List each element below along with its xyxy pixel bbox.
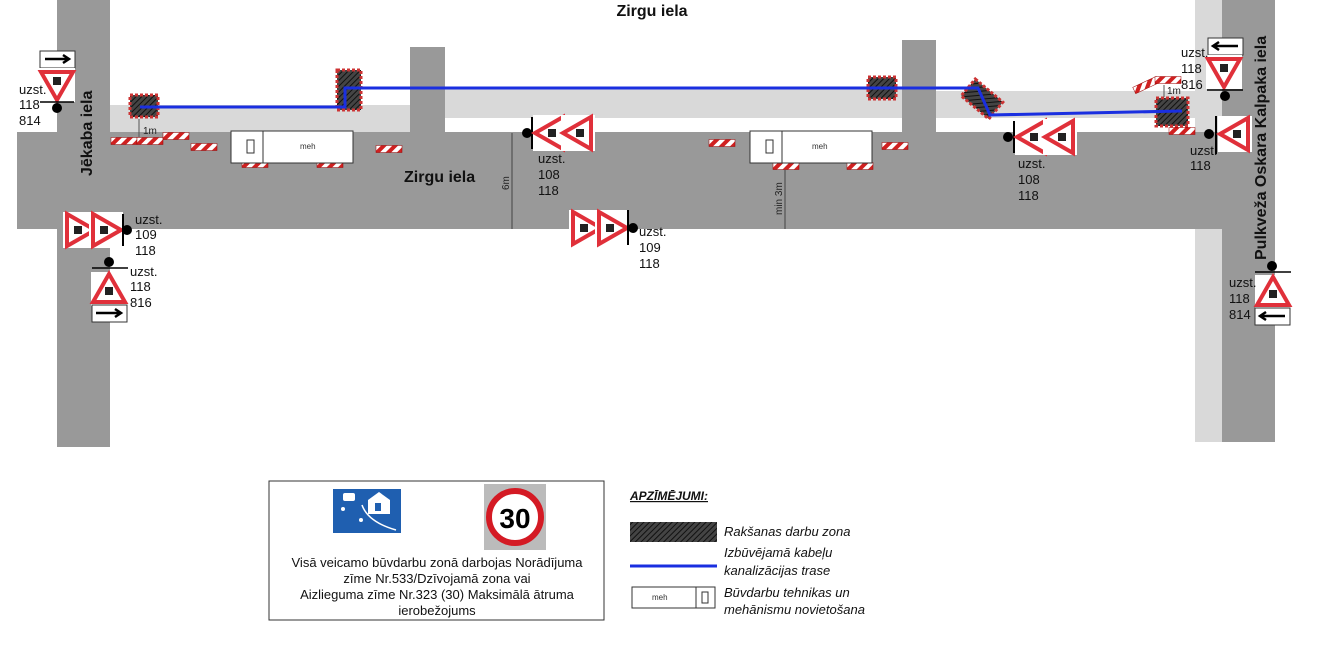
label: uzst. [135, 212, 162, 227]
street-label-zirgu: Zirgu iela [404, 169, 475, 186]
dimension-6m: 6m [501, 176, 512, 190]
sign-group-118-814: uzst. 118 814 [19, 50, 77, 128]
label: 109 [135, 227, 157, 242]
vehicle: meh [230, 130, 354, 164]
legend: APZĪMĒJUMI: Rakšanas darbu zona Izbūvēja… [629, 489, 865, 617]
label: meh [652, 593, 668, 602]
sidewalk [445, 88, 902, 118]
vehicle-icon: meh [631, 586, 716, 609]
dimension-min-3m: min 3m [774, 182, 785, 215]
notice-line: Visā veicamo būvdarbu zonā darbojas Norā… [292, 555, 584, 570]
label: 118 [538, 183, 559, 198]
label: 118 [1018, 188, 1039, 203]
label: uzst. [19, 82, 46, 97]
label: kanalizācijas trase [724, 563, 830, 578]
sign-group-118-816: uzst. 118 816 [1181, 37, 1244, 101]
label: uzst. [1229, 275, 1256, 290]
label: 118 [639, 256, 660, 271]
sign-group-118: uzst. 118 [1190, 114, 1254, 173]
street-label-jekaba: Jēkaba iela [79, 91, 96, 177]
cable-route [140, 86, 1183, 117]
side-road [902, 40, 936, 132]
label: 118 [130, 279, 151, 294]
label: 816 [130, 295, 152, 310]
label: Rakšanas darbu zona [724, 524, 850, 539]
excavation-zone-icon [630, 522, 717, 542]
label: 30 [499, 503, 530, 534]
sign-group-109-118: uzst. 109 118 [567, 208, 666, 271]
living-zone-sign-icon [333, 489, 401, 533]
label: 118 [19, 97, 40, 112]
sign-group-118-814: uzst. 118 814 [1229, 261, 1293, 326]
label: meh [300, 142, 316, 151]
label: uzst. [1190, 143, 1217, 158]
sign-group-108-118: uzst. 108 118 [1003, 117, 1079, 203]
label: uzst. [639, 224, 666, 239]
label: Būvdarbu tehnikas un [724, 585, 850, 600]
label: 109 [639, 240, 661, 255]
speed-limit-sign-icon: 30 [484, 484, 546, 550]
label: 118 [1181, 61, 1202, 76]
street-label-kalpaka: Pulkveža Oskara Kalpaka iela [1253, 36, 1270, 260]
street-label-top: Zirgu iela [616, 3, 687, 20]
vehicle: meh [749, 130, 873, 164]
label: 118 [1190, 158, 1211, 173]
label: 108 [538, 167, 560, 182]
dimension-1m-right: 1m [1167, 86, 1181, 97]
label: 108 [1018, 172, 1040, 187]
notice-box: 30 Visā veicamo būvdarbu zonā darbojas N… [268, 480, 605, 621]
notice-line: Aizlieguma zīme Nr.323 (30) Maksimālā āt… [300, 587, 575, 602]
label: 816 [1181, 77, 1203, 92]
notice-line: ierobežojums [398, 603, 476, 618]
label: 118 [1229, 291, 1250, 306]
label: mehānismu novietošana [724, 602, 865, 617]
notice-line: zīme Nr.533/Dzīvojamā zona vai [343, 571, 530, 586]
label: 814 [19, 113, 41, 128]
label: Izbūvējamā kabeļu [724, 545, 832, 560]
label: uzst. [1181, 45, 1208, 60]
label: 118 [135, 243, 156, 258]
sign-group-108-118: uzst. 108 118 [522, 113, 597, 198]
label: meh [812, 142, 828, 151]
legend-title: APZĪMĒJUMI: [629, 489, 708, 503]
label: uzst. [538, 151, 565, 166]
label: uzst. [1018, 156, 1045, 171]
dimension-1m-left: 1m [143, 126, 157, 137]
label: 814 [1229, 307, 1251, 322]
label: uzst. [130, 264, 157, 279]
sign-group-109-118: uzst. 109 118 [61, 210, 162, 258]
sign-group-118-816: uzst. 118 816 [89, 257, 157, 323]
